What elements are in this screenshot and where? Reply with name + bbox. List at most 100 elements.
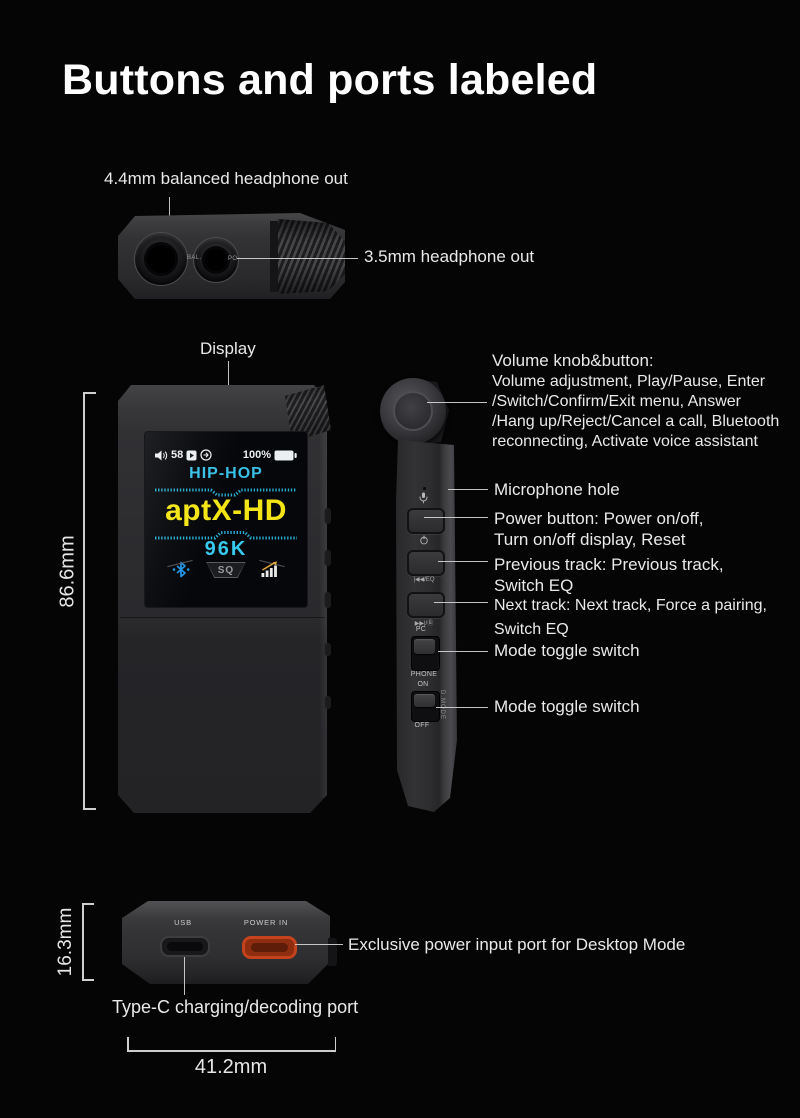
switch-knob [414, 694, 435, 707]
thickness-dimension: 16.3mm [55, 907, 76, 977]
display-icon-row: SQ [145, 559, 307, 582]
switch1-top-label: PC [415, 626, 427, 633]
microphone-hole [423, 487, 426, 490]
headphone-out-label: 3.5mm headphone out [364, 247, 535, 266]
previous-track-label: Previous track: Previous track, [494, 555, 724, 574]
leader-line [295, 944, 343, 946]
dmode-caption: D.MODE [439, 690, 445, 720]
jack-hole [147, 245, 175, 273]
side-button-nub [324, 550, 331, 566]
next-track-caption: ▶▶|/Ⓑ [414, 621, 434, 627]
side-button-nub [324, 592, 331, 608]
usb-caption: USB [174, 918, 192, 927]
jack-hole [205, 249, 227, 271]
bluetooth-icon [172, 561, 190, 578]
side-switch-nub [324, 696, 331, 709]
leader-line [434, 602, 488, 604]
device-side-view: |◀◀/EQ ▶▶|/Ⓑ PC PHONE ON OFF D.MODE [372, 374, 466, 822]
repeat-icon [200, 449, 212, 461]
typec-note: Type-C charging/decoding port [112, 997, 359, 1017]
volume-knob [380, 378, 446, 444]
headphone-jack-3-5mm [193, 237, 239, 283]
height-bracket [83, 392, 85, 809]
previous-track-label2: Switch EQ [494, 576, 574, 595]
thickness-bracket-tick [82, 979, 94, 981]
volume-desc-line: /Hang up/Reject/Cancel a call, Bluetooth [492, 413, 780, 430]
width-bracket-tick [334, 1037, 336, 1051]
leader-line [427, 402, 487, 404]
power-icon [420, 535, 428, 545]
leader-line [438, 561, 488, 563]
height-bracket-tick [83, 392, 96, 394]
width-bracket [127, 1050, 336, 1052]
leader-line [436, 707, 488, 709]
spectrum-line-top [155, 488, 297, 497]
battery-icon [274, 450, 297, 460]
device-side-body [396, 440, 457, 812]
leader-line [237, 258, 358, 260]
power-button-label2: Turn on/off display, Reset [494, 530, 686, 549]
volume-desc-line: reconnecting, Activate voice assistant [492, 433, 758, 450]
leader-line [184, 957, 186, 995]
leader-line [438, 651, 488, 653]
device-front-view: 58 100% HIP-HOP aptX-HD 96K [118, 385, 331, 813]
leader-line [424, 517, 488, 519]
usb-c-port [160, 936, 210, 957]
power-in-caption: POWER IN [243, 918, 289, 927]
jack-bal-caption: BAL. [187, 255, 202, 261]
device-bottom-view: USB POWER IN [118, 898, 340, 990]
switch2-top-label: ON [417, 681, 429, 688]
volume-desc-line: /Switch/Confirm/Exit menu, Answer [492, 393, 741, 410]
screen-glare [145, 432, 307, 607]
next-track-label2: Switch EQ [494, 621, 569, 638]
sample-rate-text: 96K [145, 538, 307, 561]
height-dimension: 86.6mm [56, 535, 79, 608]
power-button [407, 508, 445, 534]
side-button-nub [324, 508, 331, 524]
mode-toggle-label-1: Mode toggle switch [494, 641, 640, 660]
thickness-bracket-tick [82, 903, 94, 905]
jack-po-caption: PO [228, 256, 238, 262]
switch1-bottom-label: PHONE [410, 671, 438, 678]
switch-knob [414, 639, 435, 654]
bottom-side-tab [328, 938, 337, 966]
volume-value: 58 [171, 449, 183, 461]
battery-value: 100% [243, 449, 271, 461]
sq-badge: SQ [206, 562, 246, 578]
volume-desc-line: Volume adjustment, Play/Pause, Enter [492, 373, 766, 390]
leader-line [448, 489, 488, 491]
device-display: 58 100% HIP-HOP aptX-HD 96K [145, 432, 307, 607]
port-slot [251, 943, 288, 952]
display-status-bar: 58 100% [155, 448, 297, 462]
width-dimension: 41.2mm [194, 1056, 268, 1078]
codec-text: aptX-HD [145, 494, 307, 528]
device-top-view: BAL. PO [115, 210, 347, 302]
height-bracket-tick [83, 808, 96, 810]
power-button-label: Power button: Power on/off, [494, 509, 704, 528]
microphone-label: Microphone hole [494, 480, 620, 499]
port-slot [167, 942, 203, 951]
next-track-button [407, 592, 445, 618]
width-bracket-tick [127, 1037, 129, 1051]
thickness-bracket [82, 903, 84, 980]
balanced-out-label: 4.4mm balanced headphone out [104, 169, 348, 188]
power-in-note: Exclusive power input port for Desktop M… [348, 935, 686, 954]
previous-track-button [407, 550, 445, 576]
power-in-port [242, 936, 297, 959]
switch2-bottom-label: OFF [414, 722, 430, 729]
speaker-icon [155, 450, 168, 460]
page-title: Buttons and ports labeled [62, 56, 598, 104]
mode-toggle-label-2: Mode toggle switch [494, 697, 640, 716]
signal-bars-icon [261, 561, 278, 577]
volume-knob-knurl [278, 219, 345, 294]
side-switch-nub [324, 643, 331, 656]
display-label: Display [200, 339, 256, 358]
previous-track-caption: |◀◀/EQ [413, 577, 435, 583]
spectrum-line-bottom [155, 531, 297, 540]
knob-ring [393, 391, 433, 431]
body-edge-highlight [319, 403, 327, 798]
body-seam [120, 617, 325, 618]
microphone-icon [419, 492, 428, 504]
genre-text: HIP-HOP [145, 465, 307, 483]
